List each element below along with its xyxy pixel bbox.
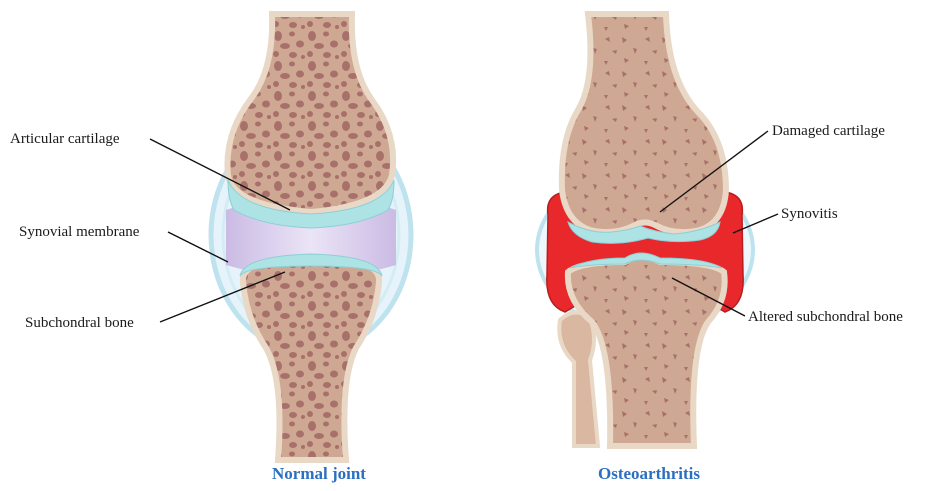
oa-fibula	[559, 312, 598, 446]
caption-normal-joint: Normal joint	[272, 464, 366, 483]
label-synovial-membrane: Synovial membrane	[19, 224, 140, 240]
normal-joint-illustration	[211, 14, 411, 460]
caption-osteoarthritis: Osteoarthritis	[598, 464, 700, 483]
oa-upper-bone	[562, 14, 726, 232]
label-altered-subchondral-bone: Altered subchondral bone	[748, 309, 903, 325]
label-damaged-cartilage: Damaged cartilage	[772, 123, 885, 139]
label-synovitis: Synovitis	[781, 206, 838, 222]
osteoarthritis-illustration	[537, 14, 753, 446]
normal-lower-bone	[243, 258, 379, 460]
label-subchondral-bone: Subchondral bone	[25, 315, 134, 331]
normal-upper-bone	[227, 14, 393, 212]
label-articular-cartilage: Articular cartilage	[10, 131, 120, 147]
